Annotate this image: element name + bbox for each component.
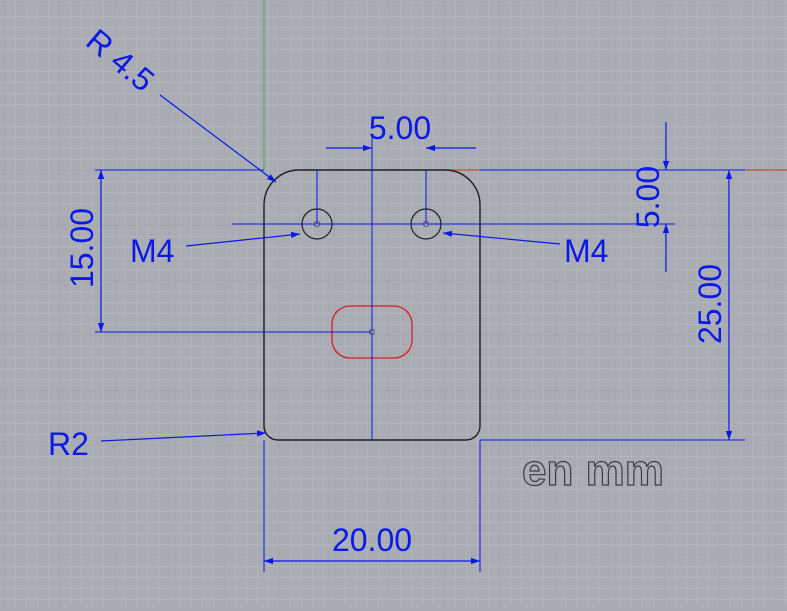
label-hole-left-thread[interactable]: M4 bbox=[130, 233, 174, 269]
part-outline[interactable] bbox=[263, 169, 481, 441]
dim-hole-offset-top[interactable]: 5.00 bbox=[630, 166, 666, 228]
dim-width[interactable]: 20.00 bbox=[332, 522, 412, 558]
dim-total-height[interactable]: 25.00 bbox=[692, 264, 728, 344]
units-label[interactable]: en mm bbox=[521, 445, 664, 495]
label-hole-right-thread[interactable]: M4 bbox=[564, 233, 608, 269]
dim-hole-spacing[interactable]: 5.00 bbox=[369, 110, 431, 146]
dimension-arrows bbox=[97, 94, 733, 565]
dim-left-height[interactable]: 15.00 bbox=[64, 208, 100, 288]
dim-radius-bottom[interactable]: R2 bbox=[48, 426, 89, 462]
dimension-lines bbox=[95, 135, 745, 572]
